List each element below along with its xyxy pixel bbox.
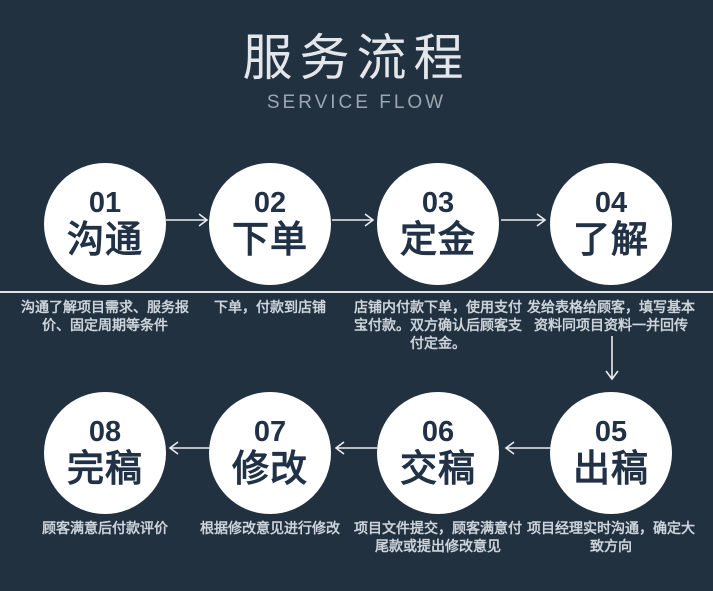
step-label: 交稿 (400, 448, 476, 489)
step-label: 出稿 (573, 448, 649, 489)
divider-line (0, 291, 713, 293)
step-description-01: 沟通了解项目需求、服务报价、固定周期等条件 (21, 299, 189, 333)
step-circle-01: 01 沟通 (44, 163, 166, 285)
step-circle-07: 07 修改 (209, 392, 331, 514)
step-label: 完稿 (67, 448, 143, 489)
step-number: 04 (594, 187, 628, 219)
step-description-03: 店铺内付款下单，使用支付宝付款。双方确认后顾客支付定金。 (354, 299, 522, 351)
page-subtitle: SERVICE FLOW (266, 92, 447, 113)
step-description-05: 项目经理实时沟通，确定大致方向 (527, 520, 695, 554)
step-description-04: 发给表格给顾客，填写基本资料同项目资料一并回传 (527, 299, 695, 333)
step-circle-06: 06 交稿 (377, 392, 499, 514)
step-circle-02: 02 下单 (209, 163, 331, 285)
header: 服务流程 SERVICE FLOW (0, 0, 713, 114)
step-number: 01 (88, 187, 122, 219)
step-circle-03: 03 定金 (377, 163, 499, 285)
arrow-left-icon (333, 440, 377, 456)
arrow-right-icon (332, 212, 376, 228)
page-title: 服务流程 (242, 30, 471, 86)
step-description-06: 项目文件提交，顾客满意付尾款或提出修改意见 (354, 520, 522, 554)
step-description-08: 顾客满意后付款评价 (42, 520, 168, 536)
step-description-02: 下单，付款到店铺 (214, 299, 326, 315)
step-label: 了解 (573, 219, 649, 260)
arrow-down-icon (604, 336, 620, 382)
arrow-left-icon (503, 440, 551, 456)
arrow-left-icon (167, 440, 211, 456)
step-number: 02 (253, 187, 287, 219)
step-number: 07 (253, 416, 287, 448)
step-label: 沟通 (67, 219, 143, 260)
step-circle-08: 08 完稿 (44, 392, 166, 514)
step-number: 05 (594, 416, 628, 448)
step-number: 03 (421, 187, 455, 219)
step-circle-05: 05 出稿 (550, 392, 672, 514)
step-circle-04: 04 了解 (550, 163, 672, 285)
arrow-right-icon (501, 212, 548, 228)
step-label: 定金 (400, 219, 476, 260)
step-description-07: 根据修改意见进行修改 (200, 520, 340, 536)
step-number: 06 (421, 416, 455, 448)
arrow-right-icon (166, 212, 210, 228)
step-number: 08 (88, 416, 122, 448)
step-label: 修改 (232, 448, 308, 489)
step-label: 下单 (232, 219, 308, 260)
